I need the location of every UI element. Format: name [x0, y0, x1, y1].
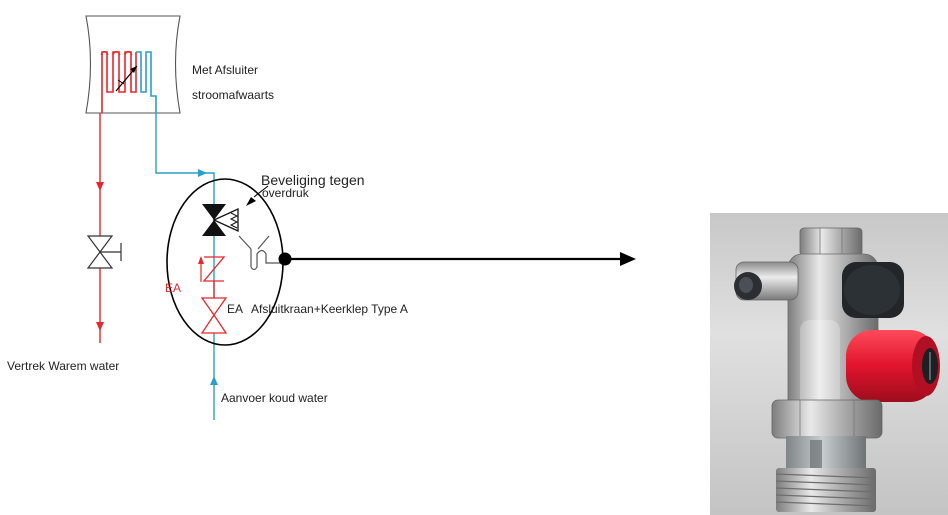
ea-shutoff-valve-symbol: [200, 297, 228, 334]
ea-valve-label: EA: [227, 302, 243, 316]
cold-water-line: [155, 113, 218, 420]
tank-label-line2: stroomafwaarts: [192, 88, 274, 102]
inlet-label: Aanvoer koud water: [221, 391, 328, 405]
tank-label-line1: Met Afsluiter: [192, 63, 258, 77]
ea-label-left: EA: [165, 281, 181, 295]
pointer-arrow: [278, 252, 636, 266]
safety-group-photo: [710, 213, 948, 515]
valve-type-label: Afsluitkraan+Keerklep Type A: [251, 302, 408, 316]
drain-funnel-symbol: [238, 235, 286, 271]
hot-water-line: [96, 113, 104, 343]
shutoff-valve-symbol: [86, 235, 122, 269]
relief-valve-symbol: [202, 185, 269, 236]
safety-label-line1: Beveliging tegen: [261, 172, 365, 188]
outlet-label: Vertrek Warem water: [7, 359, 119, 373]
boiler-tank: [85, 15, 181, 114]
safety-label-line2: overdruk: [262, 186, 310, 200]
check-valve-symbol: [198, 256, 226, 298]
